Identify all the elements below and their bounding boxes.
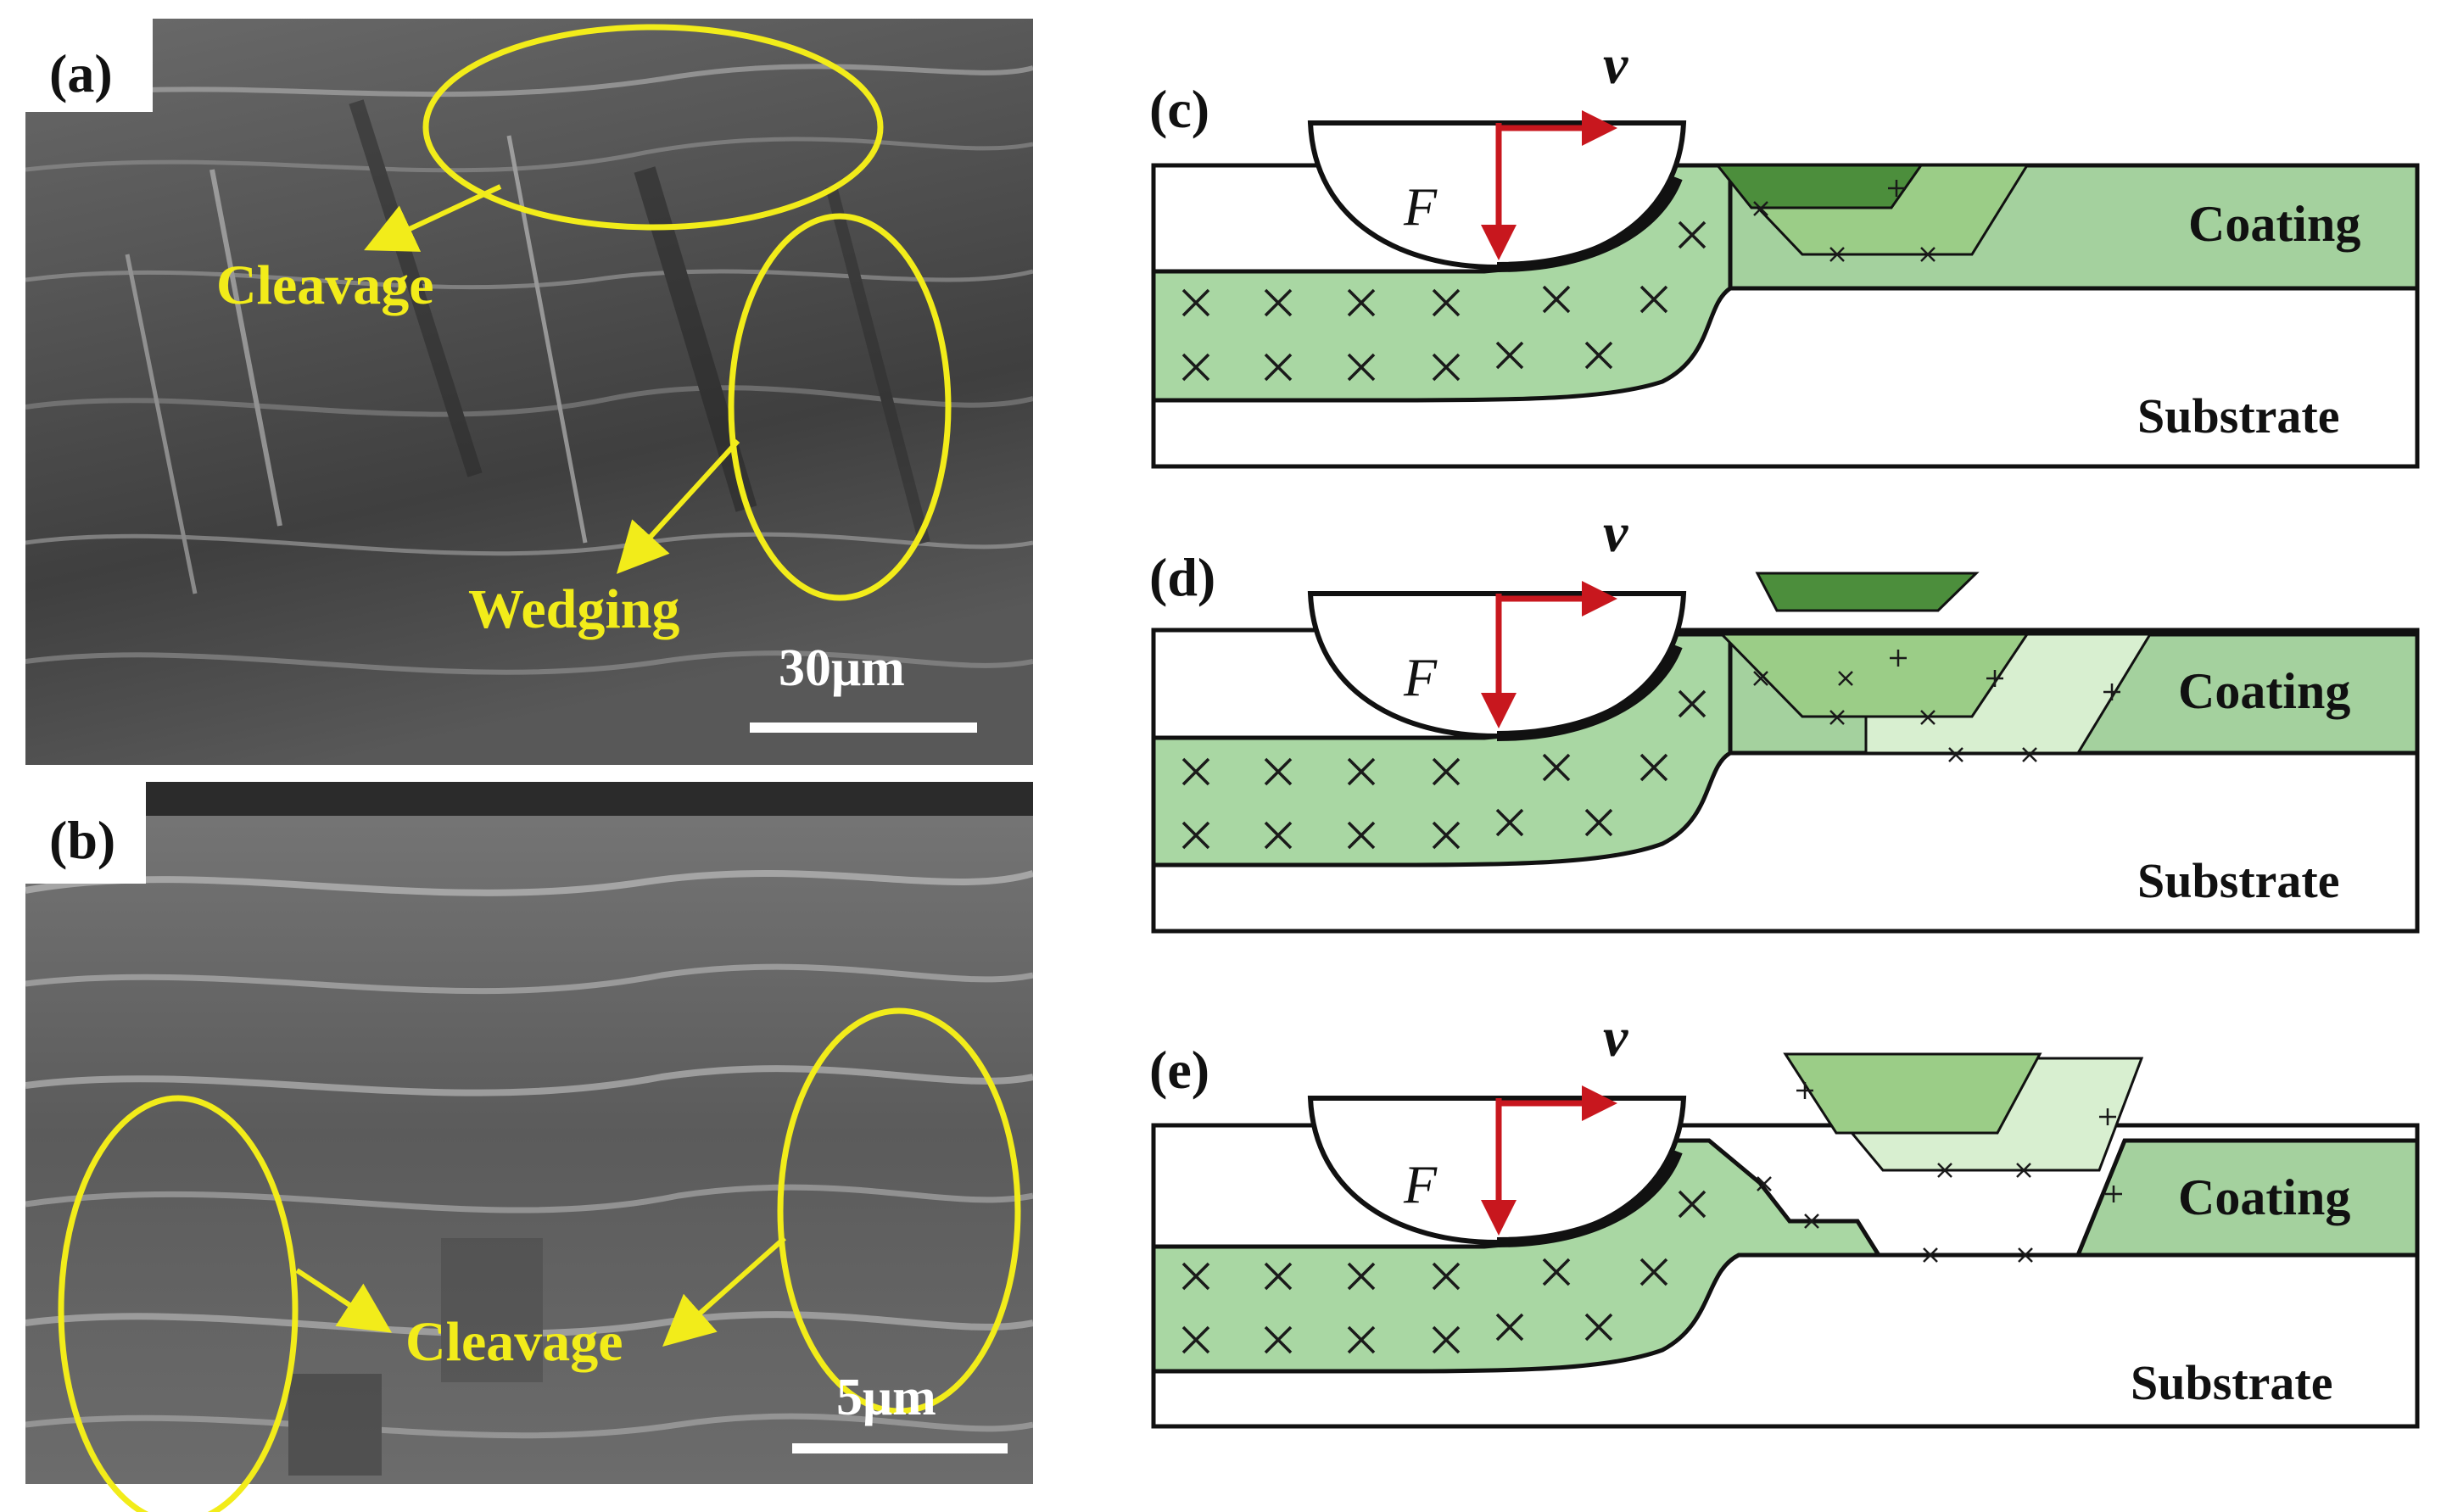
- cleavage-label-b: Cleavage: [405, 1311, 623, 1373]
- velocity-symbol-c: v: [1603, 34, 1628, 96]
- panel-tag-d: (d): [1149, 547, 1215, 607]
- panel-tag-e: (e): [1149, 1040, 1209, 1100]
- scale-bar-label-a: 30μm: [779, 639, 905, 697]
- annotations-b: Cleavage: [58, 1007, 1021, 1512]
- medium-debris-e: [1783, 1052, 2042, 1135]
- medium-debris-d: [1718, 633, 2030, 718]
- panel-tag-a: (a): [49, 43, 113, 103]
- scale-bar-line-a: [750, 723, 977, 733]
- velocity-symbol-e: v: [1603, 1007, 1628, 1068]
- cleavage-label-a: Cleavage: [216, 254, 434, 316]
- sem-texture-b: [25, 870, 1033, 1476]
- wedging-label-a: Wedging: [468, 578, 679, 640]
- wedging-arrow-a: [616, 438, 740, 574]
- panel-tag-c: (c): [1149, 79, 1209, 139]
- scale-bar-b: 5μm: [792, 1369, 1008, 1453]
- coating-layer-e: [2075, 1138, 2420, 1258]
- dislocation-marks-d: [1181, 650, 2120, 850]
- scale-bar-a: 30μm: [750, 639, 977, 733]
- dark-debris-d: [1755, 572, 1980, 612]
- cleavage-arrow-a: [364, 184, 502, 252]
- scale-bar-line-b: [792, 1443, 1008, 1453]
- cleavage-ellipse-b-left: [58, 1095, 299, 1512]
- cleavage-ellipse-b-right: [777, 1007, 1021, 1414]
- annotations-a: Cleavage Wedging: [216, 24, 952, 640]
- substrate-label-e: Substrate: [2131, 1355, 2332, 1410]
- sem-image-a: [25, 19, 1033, 765]
- schematic-e: (e) F v Coating Substrate: [1149, 1007, 2420, 1429]
- wedging-ellipse-a: [728, 213, 952, 601]
- coating-label-d: Coating: [2178, 663, 2350, 719]
- dislocation-marks-c: [1181, 180, 1935, 382]
- velocity-symbol-d: v: [1603, 502, 1628, 564]
- substrate-label-d: Substrate: [2137, 853, 2339, 908]
- coating-label-c: Coating: [2188, 196, 2360, 252]
- coating-label-e: Coating: [2178, 1169, 2350, 1225]
- force-symbol-c: F: [1403, 176, 1438, 237]
- schematic-d: (d) F v Coating Substrate: [1149, 502, 2420, 934]
- cleavage-arrow-b-right: [662, 1236, 786, 1347]
- sem-image-b: [25, 782, 1033, 1484]
- schematic-c: (c) F v Coating Substrate: [1149, 34, 2420, 469]
- scale-bar-label-b: 5μm: [836, 1369, 936, 1426]
- substrate-label-c: Substrate: [2137, 388, 2339, 444]
- dark-debris-c: [1714, 164, 1924, 209]
- cleavage-ellipse-a: [422, 24, 884, 231]
- cleavage-arrow-b-left: [295, 1268, 393, 1333]
- dislocation-marks-e: [1181, 1082, 2122, 1354]
- force-symbol-e: F: [1403, 1154, 1438, 1214]
- force-symbol-d: F: [1403, 647, 1438, 707]
- panel-tag-b: (b): [49, 810, 115, 870]
